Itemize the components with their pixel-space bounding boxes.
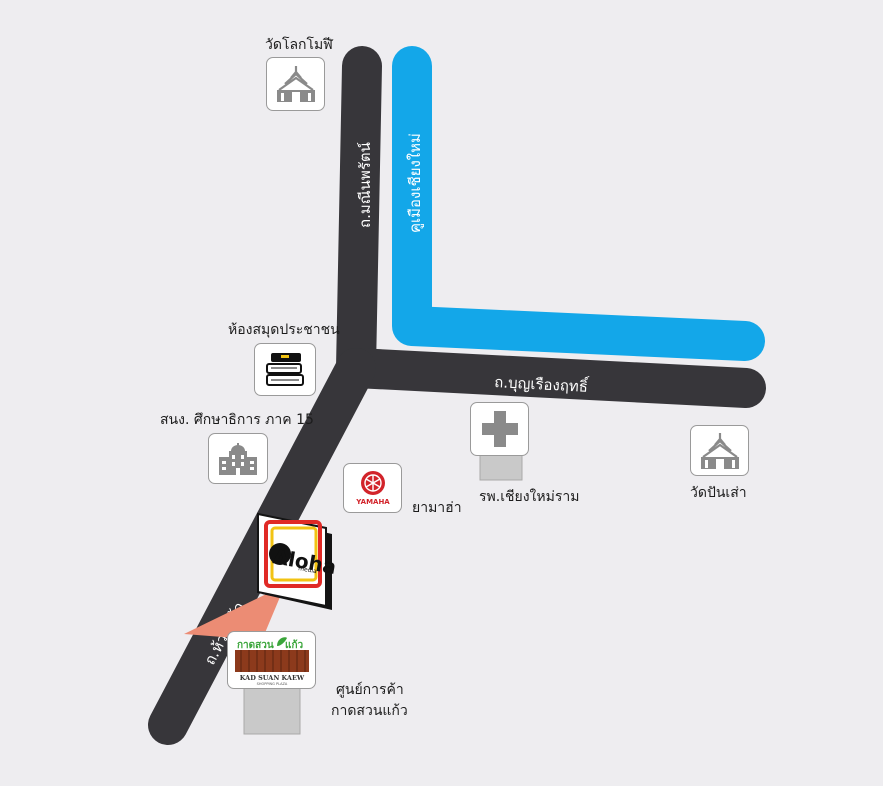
location-pin-pointer [184, 585, 285, 640]
card-kad-suan-kaew[interactable]: กาดสวน แก้ว KAD SUAN KAEW SHOPPING PLAZA [227, 631, 316, 689]
road-manin-nopparat [336, 46, 382, 388]
yamaha-logo-text: YAMAHA [355, 498, 390, 506]
kad-logo-thai-1: กาดสวน [237, 640, 274, 651]
kad-suan-kaew-building-block [243, 685, 301, 735]
card-library[interactable] [254, 343, 316, 396]
temple-icon [276, 66, 315, 102]
kad-logo-small: SHOPPING PLAZA [256, 682, 287, 686]
card-hospital[interactable] [470, 402, 529, 456]
road-label-khu-mueang: คูเมืองเชียงใหม่ [406, 133, 424, 233]
kad-logo-english: KAD SUAN KAEW [239, 674, 304, 682]
books-icon [266, 352, 304, 386]
kad-suan-kaew-logo: กาดสวน แก้ว KAD SUAN KAEW SHOPPING PLAZA [234, 637, 309, 686]
label-wat-pan-sao: วัดปันเส่า [690, 485, 747, 501]
hospital-cross-icon [481, 411, 518, 447]
card-wat-lok-molee[interactable] [266, 57, 325, 111]
aloha-logo-circle [269, 543, 291, 565]
building-icon [219, 442, 257, 475]
leaf-icon [276, 637, 287, 646]
yamaha-logo: YAMAHA [355, 471, 390, 506]
card-wat-pan-sao[interactable] [690, 425, 749, 476]
road-bunruang-rit [336, 348, 766, 408]
road-label-manin: ถ.มณีนพรัตน์ [356, 142, 374, 228]
card-yamaha[interactable]: YAMAHA [343, 463, 402, 513]
card-education-office[interactable] [208, 433, 268, 484]
label-library: ห้องสมุดประชาชน [228, 322, 340, 338]
canal-khu-mueang [392, 46, 765, 361]
label-yamaha: ยามาฮ่า [412, 500, 462, 516]
label-kad-suan-kaew-line1: ศูนย์การค้า [336, 682, 404, 698]
temple-icon [700, 432, 739, 469]
label-wat-lok-molee: วัดโลกโมฬี [265, 37, 333, 53]
aloha-logo-subtext: media [298, 565, 318, 575]
label-hospital: รพ.เชียงใหม่ราม [479, 489, 580, 505]
label-education-office: สนง. ศึกษาธิการ ภาค 15 [160, 412, 314, 428]
label-kad-suan-kaew-line2: กาดสวนแก้ว [331, 703, 408, 719]
aloha-media-sign: Aloha media [257, 512, 338, 610]
kad-logo-thai-2: แก้ว [285, 639, 304, 651]
